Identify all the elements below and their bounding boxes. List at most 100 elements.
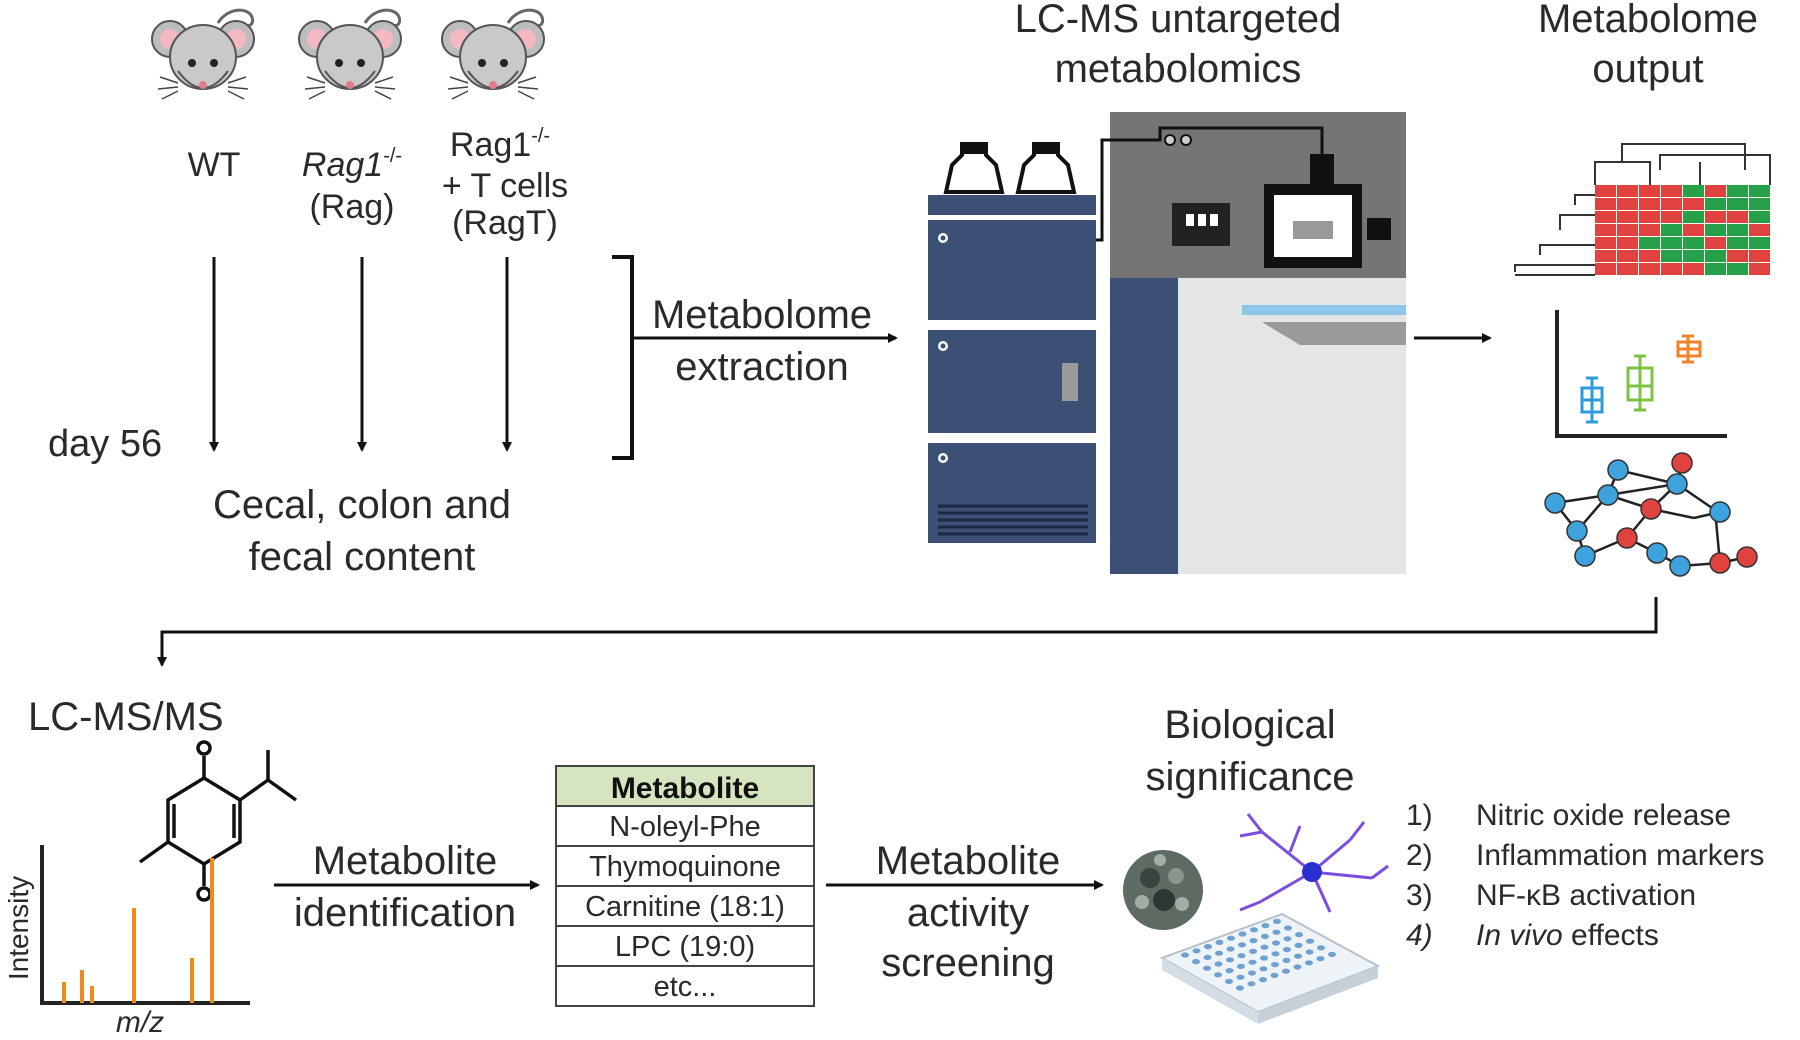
plate-well: [1294, 942, 1303, 949]
metabolite-table: Metabolite N-oleyl-PheThymoquinoneCarnit…: [555, 765, 815, 1007]
group-label-rag-gene: Rag1: [302, 146, 383, 184]
plate-well: [1328, 951, 1336, 958]
plate-well: [1181, 952, 1189, 958]
plate-well: [1317, 945, 1325, 951]
heatmap-cell: [1661, 211, 1682, 223]
plate-well: [1272, 929, 1281, 935]
plate-well: [1248, 970, 1256, 976]
table-cell: etc...: [654, 971, 717, 1003]
heatmap-cell: [1595, 224, 1616, 236]
heatmap-cell: [1617, 211, 1638, 223]
plate-well: [1214, 961, 1223, 967]
readout-number: 4): [1406, 919, 1433, 952]
arrow-to-msms: [157, 597, 1658, 667]
group-label-rag-sup: -/-: [383, 145, 402, 167]
plate-well: [1316, 956, 1325, 962]
lcms-instrument: [928, 112, 1406, 574]
plate-well: [1283, 936, 1292, 942]
extraction-label-line2: extraction: [675, 345, 848, 389]
heatmap-cell: [1617, 198, 1638, 210]
network-icon: [1544, 452, 1758, 577]
timepoint-label: day 56: [48, 423, 162, 465]
heatmap-cell: [1661, 263, 1682, 275]
heatmap-cell: [1639, 224, 1660, 236]
heatmap-cell: [1705, 263, 1726, 275]
table-cell: Carnitine (18:1): [585, 891, 785, 923]
plate-well: [1293, 964, 1302, 970]
heatmap-cell: [1749, 211, 1770, 223]
heatmap-cell: [1617, 263, 1638, 275]
plate-well: [1260, 944, 1269, 950]
sample-label-line1: Cecal, colon and: [213, 483, 511, 527]
readout-text: In vivo effects: [1476, 919, 1659, 952]
plate-well: [1271, 951, 1280, 957]
heatmap-cell: [1727, 250, 1748, 262]
plate-well: [1284, 925, 1292, 931]
extraction-label-line1: Metabolome: [652, 293, 872, 337]
output-title-line1: Metabolome: [1538, 0, 1758, 41]
plate-well: [1192, 948, 1201, 954]
plate-well: [1238, 942, 1246, 948]
heatmap-cell: [1727, 237, 1748, 249]
plate-well: [1226, 946, 1235, 952]
readout-text: Inflammation markers: [1476, 839, 1764, 872]
thymoquinone-structure-icon: [138, 740, 298, 902]
bio-title-line1: Biological: [1164, 703, 1335, 747]
heatmap-cell: [1683, 263, 1704, 275]
group-label-rag: Rag1-/-: [302, 145, 402, 184]
heatmap-cell: [1661, 185, 1682, 197]
plate-well: [1282, 968, 1290, 974]
ms-ylabel: Intensity: [3, 876, 34, 980]
msms-title: LC-MS/MS: [28, 695, 224, 739]
heatmap-cell: [1639, 263, 1660, 275]
group-label-ragt: Rag1-/-: [450, 125, 550, 164]
plate-well: [1283, 947, 1291, 953]
readout-text: NF-κB activation: [1476, 879, 1696, 912]
group-label-ragt-gene: Rag1: [450, 126, 531, 164]
heatmap-cell: [1595, 250, 1616, 262]
lcms-title-line2: metabolomics: [1055, 47, 1302, 91]
heatmap-cell: [1595, 237, 1616, 249]
plate-well: [1260, 955, 1268, 961]
ms-xlabel: m/z: [116, 1006, 164, 1039]
plate-well: [1247, 981, 1256, 987]
identification-label-line2: identification: [294, 891, 516, 935]
heatmap-cell: [1595, 263, 1616, 275]
heatmap-cell: [1727, 198, 1748, 210]
heatmap-cell: [1749, 237, 1770, 249]
table-cell: N-oleyl-Phe: [609, 811, 761, 843]
plate-well: [1237, 963, 1245, 970]
group-label-ragt-abbrev: (RagT): [452, 204, 558, 242]
group-bracket: [612, 255, 634, 460]
plate-well: [1270, 972, 1279, 979]
plate-well: [1259, 977, 1267, 983]
plate-well: [1272, 940, 1280, 946]
heatmap-cell: [1661, 237, 1682, 249]
table-row: [555, 925, 815, 967]
heatmap-cell: [1661, 224, 1682, 236]
neuron-cell-icon: [1239, 813, 1389, 913]
table-cell: LPC (19:0): [615, 931, 755, 963]
readout-text: Nitric oxide release: [1476, 799, 1731, 832]
group-label-ragt-tcells: + T cells: [442, 167, 568, 205]
heatmap-cell: [1683, 185, 1704, 197]
plate-well: [1225, 978, 1233, 985]
plate-well: [1249, 938, 1258, 944]
plate-well: [1215, 950, 1223, 956]
plate-well: [1249, 948, 1257, 955]
plate-well: [1250, 927, 1258, 933]
heatmap-cell: [1617, 237, 1638, 249]
heatmap-cell: [1683, 237, 1704, 249]
heatmap-cell: [1617, 185, 1638, 197]
bio-title-line2: significance: [1145, 755, 1354, 799]
plate-well: [1192, 959, 1200, 965]
plate-well: [1225, 968, 1234, 974]
heatmap-cell: [1683, 224, 1704, 236]
group-label-wt: WT: [188, 146, 241, 184]
plate-well: [1294, 953, 1302, 959]
heatmap-dendrogram-icon: [1514, 143, 1771, 276]
plate-well: [1306, 938, 1314, 944]
mouse-ragt-icon: [440, 8, 546, 101]
plate-well: [1214, 972, 1222, 978]
plate-well: [1236, 974, 1245, 980]
